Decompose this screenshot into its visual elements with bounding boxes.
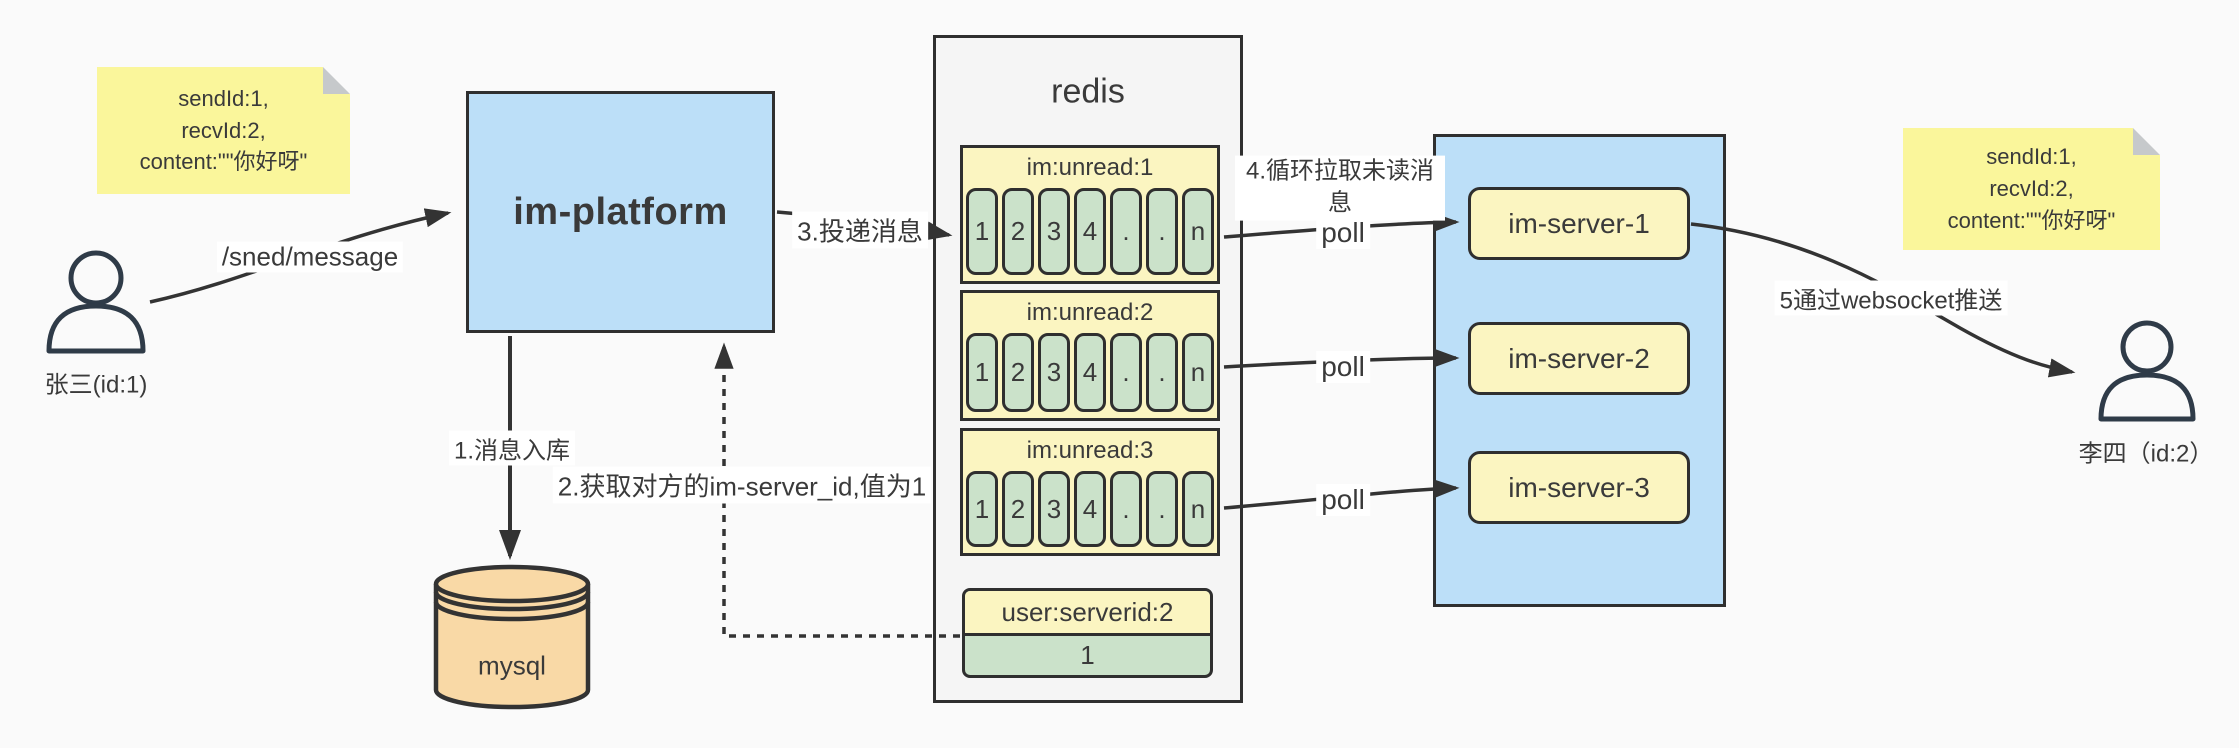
queue-cell: n [1182,333,1214,412]
queue-cells: 1 2 3 4 . . n [963,471,1217,553]
receiver-label: 李四（id:2） [2078,440,2214,468]
edge-label-step5: 5通过websocket推送 [1774,280,2008,316]
kv-value: 1 [1080,640,1095,670]
queue-im-unread-2: im:unread:2 1 2 3 4 . . n [960,290,1220,421]
queue-cell: 1 [966,471,998,547]
edge-label-send: /sned/message [216,241,404,273]
im-server-2-box: im-server-2 [1468,322,1690,395]
note-line: recvId:2, [1989,176,2074,202]
user-icon-sender [46,250,146,354]
note-line: content:""你好呀" [1947,207,2116,233]
queue-im-unread-1: im:unread:1 1 2 3 4 . . n [960,145,1220,284]
note-line: sendId:1, [178,85,269,111]
queue-cell: . [1146,188,1178,275]
queue-cells: 1 2 3 4 . . n [963,188,1217,281]
note-line: recvId:2, [181,117,266,143]
edge-label-step3: 3.投递消息 [792,211,928,249]
user-icon-receiver [2098,320,2196,422]
queue-name: im:unread:2 [1026,299,1154,326]
edge-label-step1: 1.消息入库 [448,430,576,466]
queue-cell: 2 [1002,333,1034,412]
im-server-1-label: im-server-1 [1508,207,1650,239]
kv-user-serverid: user:serverid:2 1 [962,588,1213,678]
queue-cell: . [1110,188,1142,275]
queue-cell: 4 [1074,188,1106,275]
edge-label-step2: 2.获取对方的im-server_id,值为1 [552,466,932,504]
im-platform-box: im-platform [466,91,775,333]
queue-cell: . [1146,333,1178,412]
queue-cell: 2 [1002,188,1034,275]
queue-cell: 1 [966,333,998,412]
queue-cell: 1 [966,188,998,275]
queue-cell: 2 [1002,471,1034,547]
redis-title: redis [1051,72,1125,111]
queue-cell: 3 [1038,188,1070,275]
queue-cell: . [1110,471,1142,547]
queue-cell: . [1146,471,1178,547]
im-platform-label: im-platform [513,190,728,233]
queue-cell: 3 [1038,471,1070,547]
queue-name: im:unread:1 [1026,154,1154,181]
queue-cell: 4 [1074,471,1106,547]
mysql-label: mysql [478,650,546,681]
edge-label-step4: 4.循环拉取未读消息 [1235,155,1445,221]
sender-label: 张三(id:1) [44,371,148,399]
push-payload-note: sendId:1, recvId:2, content:""你好呀" [1903,128,2160,250]
im-server-1-box: im-server-1 [1468,187,1690,260]
note-line: content:""你好呀" [139,149,308,175]
im-server-3-box: im-server-3 [1468,451,1690,524]
kv-key: user:serverid:2 [965,591,1210,636]
queue-cell: . [1110,333,1142,412]
request-payload-note: sendId:1, recvId:2, content:""你好呀" [97,67,350,194]
queue-cell: n [1182,471,1214,547]
im-server-3-label: im-server-3 [1508,471,1650,503]
note-fold-corner [2133,128,2160,155]
note-line: sendId:1, [1986,144,2077,170]
queue-im-unread-3: im:unread:3 1 2 3 4 . . n [960,428,1220,556]
queue-cell: 3 [1038,333,1070,412]
edge-label-poll-2: poll [1316,351,1370,383]
note-fold-corner [323,67,350,94]
mysql-database-icon [433,564,591,710]
edge-label-poll-3: poll [1316,484,1370,516]
queue-cells: 1 2 3 4 . . n [963,333,1217,418]
im-server-2-label: im-server-2 [1508,342,1650,374]
queue-cell: 4 [1074,333,1106,412]
queue-cell: n [1182,188,1214,275]
queue-name: im:unread:3 [1026,437,1154,464]
edge-label-poll-1: poll [1316,217,1370,249]
